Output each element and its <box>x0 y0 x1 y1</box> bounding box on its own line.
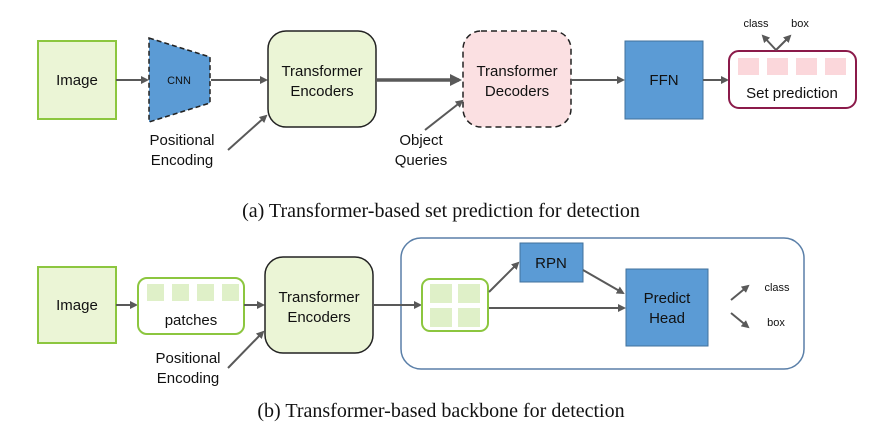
feature-cell-2 <box>458 284 480 303</box>
patch-1 <box>147 284 164 301</box>
top-class-label: class <box>743 18 769 30</box>
patch-2 <box>172 284 189 301</box>
bottom-predict-label-2: Head <box>649 310 685 327</box>
top-cnn-node: CNN <box>148 36 211 124</box>
arrow-positional-to-encoders <box>227 114 268 151</box>
top-encoders-node: Transformer Encoders <box>267 30 377 128</box>
top-diagram: Image CNN Transformer Encoders Positiona… <box>37 18 857 222</box>
top-decoders-label-2: Decoders <box>485 83 549 100</box>
bottom-diagram: Image patches Transformer Encoders Posit… <box>37 237 805 422</box>
bottom-rpn-node: RPN <box>519 242 584 283</box>
top-decoders-node: Transformer Decoders <box>462 30 572 128</box>
top-encoders-label-1: Transformer <box>281 63 362 80</box>
bottom-box-label: box <box>767 317 785 329</box>
caption-b: (b) Transformer-based backbone for detec… <box>257 400 624 422</box>
bottom-patches-label: patches <box>165 312 218 329</box>
top-box-label: box <box>791 18 809 30</box>
bottom-image-label: Image <box>56 297 98 314</box>
top-positional-label-1: Positional <box>149 132 214 149</box>
prediction-slot-3 <box>796 58 817 75</box>
arrow-to-box-top <box>775 34 792 51</box>
arrow-rpn-to-head <box>582 269 625 294</box>
feature-cell-3 <box>430 308 452 327</box>
top-ffn-node: FFN <box>624 40 704 120</box>
arrow-to-class-top <box>761 34 777 51</box>
feature-cell-4 <box>458 308 480 327</box>
bottom-positional-label-1: Positional <box>155 350 220 367</box>
top-positional-label-2: Encoding <box>151 152 214 169</box>
top-encoders-label-2: Encoders <box>290 83 353 100</box>
arrow-to-box-bottom <box>730 312 750 329</box>
prediction-slot-2 <box>767 58 788 75</box>
top-decoders-label-1: Transformer <box>476 63 557 80</box>
prediction-slot-1 <box>738 58 759 75</box>
patch-3 <box>197 284 214 301</box>
arrow-positional-to-encoders-b <box>227 330 265 369</box>
top-image-label: Image <box>56 72 98 89</box>
arrow-queries-to-decoders <box>424 99 464 131</box>
patch-4 <box>222 284 239 301</box>
bottom-positional-label-2: Encoding <box>157 370 220 387</box>
bottom-encoders-label-1: Transformer <box>278 289 359 306</box>
top-image-node: Image <box>37 40 117 120</box>
feature-cell-1 <box>430 284 452 303</box>
bottom-feature-grid <box>421 278 489 332</box>
bottom-class-label: class <box>764 282 790 294</box>
bottom-patches-node: patches <box>137 277 245 335</box>
bottom-predict-head-node: Predict Head <box>625 268 709 347</box>
caption-a: (a) Transformer-based set prediction for… <box>242 200 640 222</box>
bottom-predict-label-1: Predict <box>644 290 692 307</box>
top-set-prediction-label: Set prediction <box>746 85 838 102</box>
bottom-encoders-node: Transformer Encoders <box>264 256 374 354</box>
bottom-encoders-label-2: Encoders <box>287 309 350 326</box>
top-ffn-label: FFN <box>649 72 678 89</box>
arrow-features-to-rpn <box>488 261 520 293</box>
prediction-slot-4 <box>825 58 846 75</box>
top-queries-label-2: Queries <box>395 152 448 169</box>
arrow-to-class-bottom <box>730 284 750 301</box>
top-set-prediction-node: Set prediction <box>728 50 857 109</box>
top-queries-label-1: Object <box>399 132 443 149</box>
bottom-rpn-label: RPN <box>535 255 567 272</box>
bottom-image-node: Image <box>37 266 117 344</box>
top-cnn-label: CNN <box>167 75 191 87</box>
